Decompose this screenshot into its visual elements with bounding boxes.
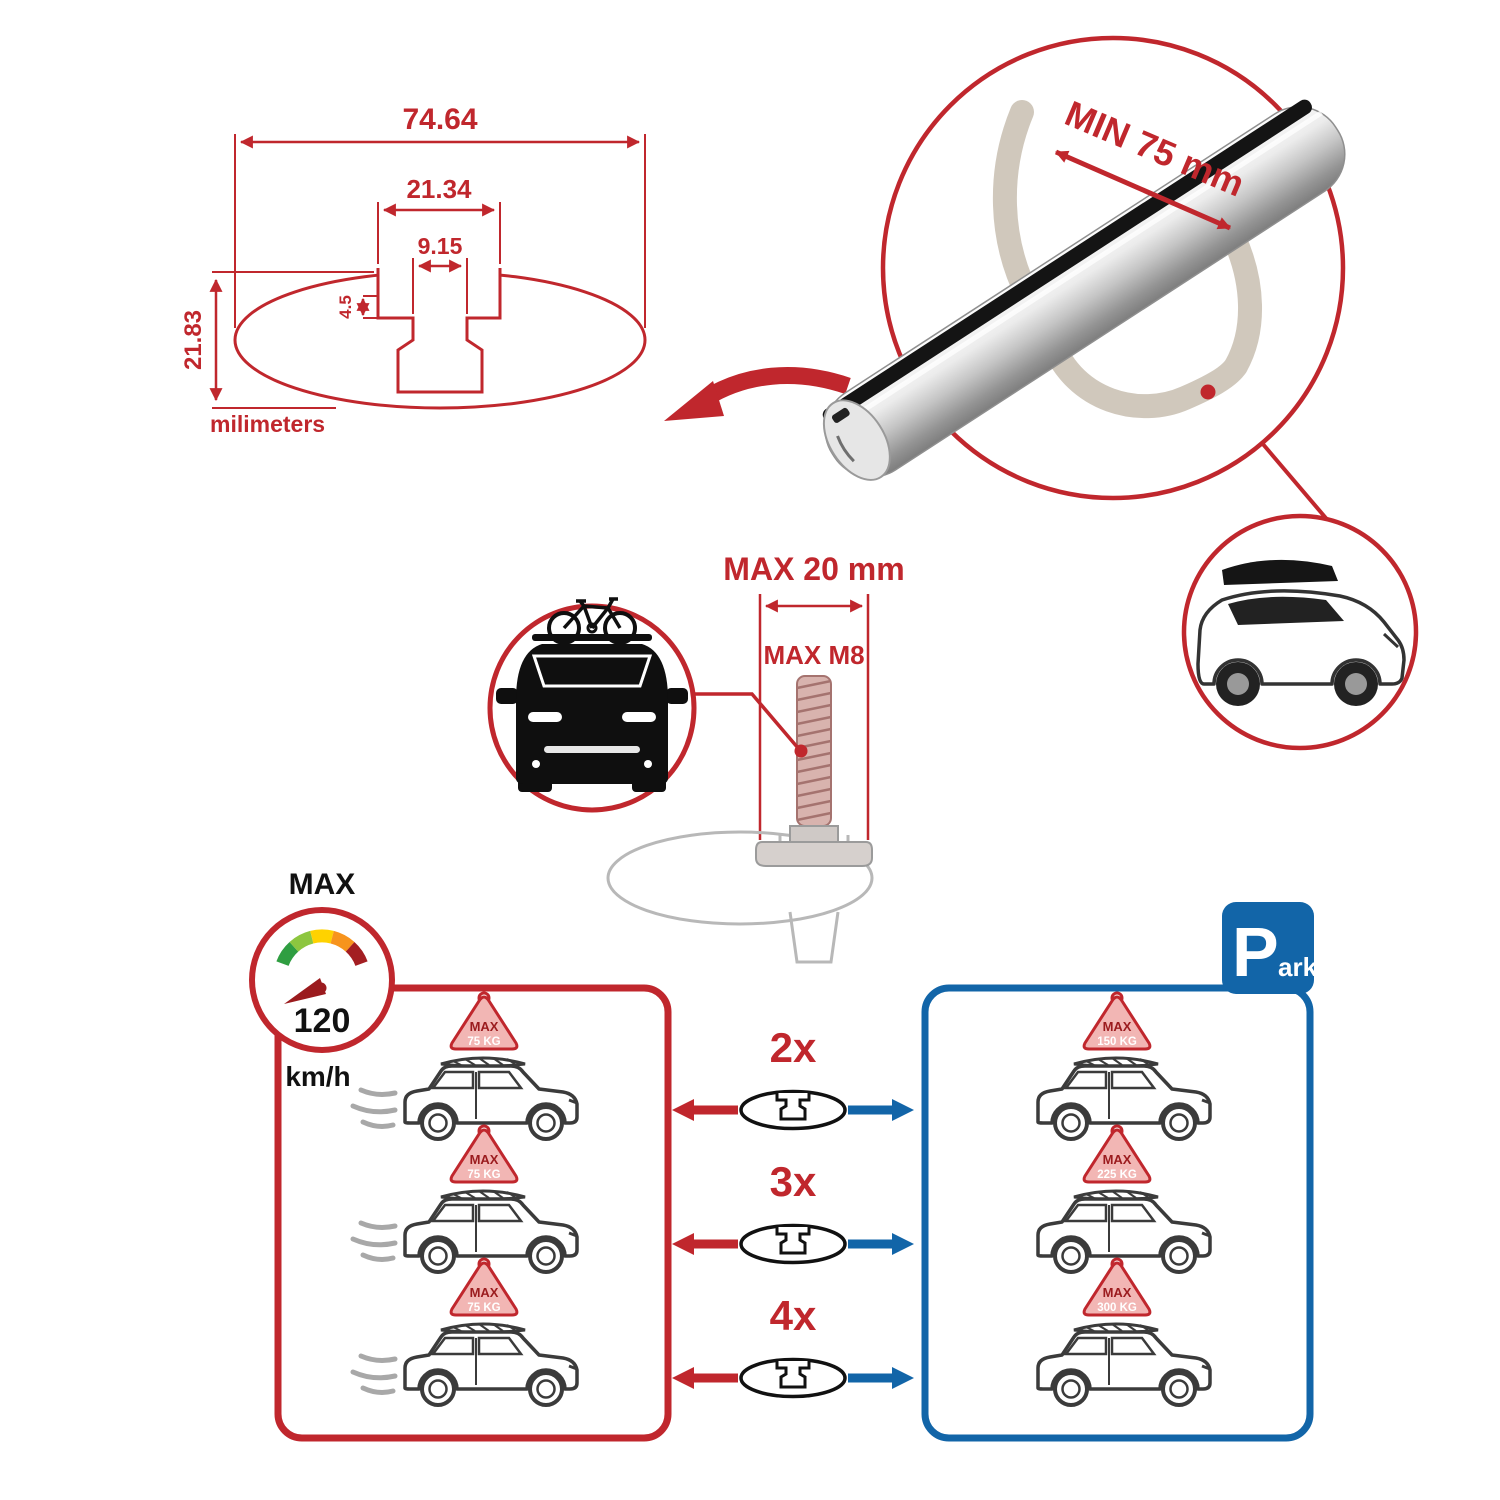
bubble-connector-line <box>1260 441 1338 532</box>
dim-ext-total-width <box>234 134 646 328</box>
weight-sign: MAX 75 KG <box>449 991 519 1051</box>
sign-weight: 75 KG <box>467 1169 500 1181</box>
parked-car-2: MAX 225 KG <box>1036 1124 1212 1274</box>
sign-title: MAX <box>470 1019 499 1034</box>
strap-anchor-dot <box>1200 384 1216 400</box>
count-label-3x: 3x <box>770 1158 817 1205</box>
dim-ext-slot-inner <box>412 258 468 314</box>
bolt-max-thread-label: MAX M8 <box>763 640 864 670</box>
units-label: milimeters <box>210 411 325 437</box>
dim-slot-inner: 9.15 <box>418 233 463 259</box>
speedometer-needle <box>284 978 326 1004</box>
driving-car-3: MAX 75 KG <box>353 1257 579 1407</box>
parked-car-3: MAX 300 KG <box>1036 1257 1212 1407</box>
arrow-right-icon <box>848 1099 914 1121</box>
sign-weight: 75 KG <box>467 1302 500 1314</box>
weight-sign: MAX 75 KG <box>449 1124 519 1184</box>
dim-slot-outer: 21.34 <box>406 174 472 204</box>
bolt-dim-extensions <box>758 594 870 840</box>
arrow-left-icon <box>672 1099 738 1121</box>
speed-value: 120 <box>294 1002 351 1040</box>
speed-units: km/h <box>285 1061 350 1092</box>
bolt-pointer-line <box>690 692 800 750</box>
sign-weight: 75 KG <box>467 1036 500 1048</box>
speedometer-pivot <box>315 982 327 994</box>
weight-sign: MAX 300 KG <box>1082 1257 1152 1317</box>
sign-title: MAX <box>1103 1019 1132 1034</box>
speedometer-arcs <box>276 929 368 967</box>
parking-sign: P ark <box>1222 902 1318 994</box>
sign-weight: 300 KG <box>1097 1302 1137 1314</box>
sign-title: MAX <box>470 1285 499 1300</box>
weight-sign: MAX 150 KG <box>1082 991 1152 1051</box>
arrow-right-icon <box>848 1233 914 1255</box>
mini-profile-icon <box>739 1089 847 1131</box>
sign-title: MAX <box>470 1152 499 1167</box>
count-label-4x: 4x <box>770 1292 817 1339</box>
sign-weight: 225 KG <box>1097 1169 1137 1181</box>
carfront-bubble <box>487 597 697 813</box>
cross-section-drawing: 74.64 21.34 9.15 4.5 21.83 milimeters <box>180 103 647 437</box>
bolt-spec: MAX 20 mm MAX M8 <box>606 551 905 964</box>
parked-car-1: MAX 150 KG <box>1036 991 1212 1141</box>
bar-count-row-1: 2x <box>672 1024 914 1131</box>
dim-ext-slot-outer <box>377 202 501 264</box>
driving-car-2: MAX 75 KG <box>353 1124 579 1274</box>
arrow-left-icon <box>672 1367 738 1389</box>
bolt-pointer-dot <box>794 744 808 758</box>
arrow-left-icon <box>672 1233 738 1255</box>
dim-total-height: 21.83 <box>180 310 207 370</box>
parking-suffix: ark <box>1278 952 1318 982</box>
dim-total-width: 74.64 <box>402 103 477 136</box>
zoom-arrow <box>664 367 851 421</box>
bolt-max-diameter-label: MAX 20 mm <box>723 551 904 587</box>
bar-count-row-3: 4x <box>672 1292 914 1399</box>
speed-max-label: MAX <box>289 868 356 901</box>
min-span-arrow <box>1054 149 1232 231</box>
dim-ext-slot-depth <box>363 295 377 319</box>
dim-ext-total-height <box>212 271 374 409</box>
speed-limit: MAX 120 km/h <box>249 868 395 1092</box>
mini-profile-icon <box>739 1357 847 1399</box>
driving-car-1: MAX 75 KG <box>353 991 579 1141</box>
sign-title: MAX <box>1103 1152 1132 1167</box>
suv-with-roofbox-icon <box>1196 559 1406 706</box>
sign-weight: 150 KG <box>1097 1036 1137 1048</box>
bicycle-icon <box>547 597 637 645</box>
weight-sign: MAX 225 KG <box>1082 1124 1152 1184</box>
profile-t-slot <box>376 268 502 394</box>
sign-title: MAX <box>1103 1285 1132 1300</box>
arrow-right-icon <box>848 1367 914 1389</box>
bar-detail-circle: MIN 75 mm <box>822 35 1346 501</box>
suv-bubble <box>1181 513 1419 751</box>
weight-sign: MAX 75 KG <box>449 1257 519 1317</box>
bar-count-row-2: 3x <box>672 1158 914 1265</box>
dim-slot-depth: 4.5 <box>336 295 355 319</box>
parking-letter: P <box>1232 913 1279 991</box>
mini-profile-icon <box>739 1223 847 1265</box>
car-front-icon <box>496 634 688 792</box>
t-bolt-icon <box>755 675 873 867</box>
count-label-2x: 2x <box>770 1024 817 1071</box>
